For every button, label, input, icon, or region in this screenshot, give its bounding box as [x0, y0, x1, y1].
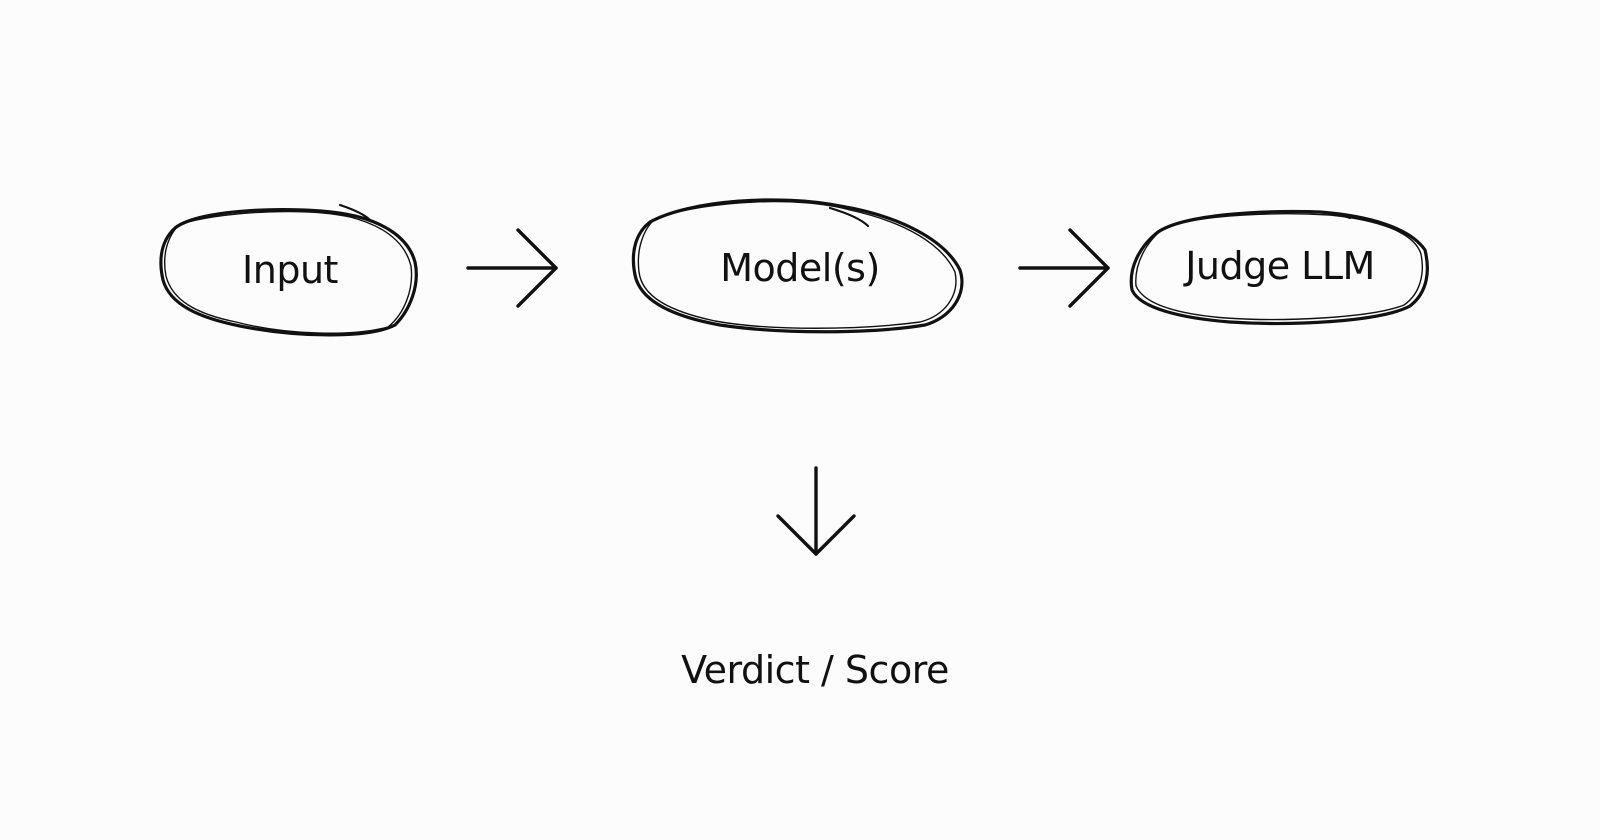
models-node-outline — [631, 198, 964, 334]
input-node-label: Input — [242, 248, 338, 292]
arrow-input-to-models — [466, 228, 558, 308]
models-node-label: Model(s) — [720, 246, 880, 290]
arrow-down-to-result — [776, 466, 856, 556]
arrow-models-to-judge — [1018, 228, 1110, 308]
input-node-outline — [159, 203, 418, 337]
judge-node-label: Judge LLM — [1185, 244, 1375, 288]
judge-node-outline — [1129, 209, 1429, 326]
result-label: Verdict / Score — [681, 648, 949, 692]
